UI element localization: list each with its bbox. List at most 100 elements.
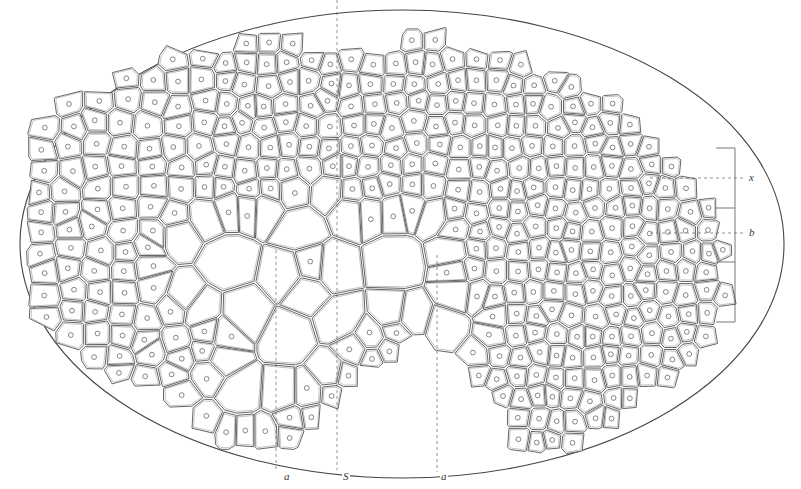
plant-cell	[539, 93, 561, 120]
plant-cell	[583, 197, 605, 218]
plant-cell	[319, 53, 341, 75]
plant-cell	[639, 155, 661, 174]
plant-cell	[138, 157, 167, 176]
plant-cell	[466, 239, 486, 260]
plant-cell	[56, 217, 83, 238]
plant-cell	[83, 133, 111, 155]
plant-cell	[256, 94, 273, 117]
plant-cell	[506, 94, 525, 114]
plant-cell	[217, 92, 238, 115]
plant-cell	[566, 284, 586, 306]
plant-cell	[488, 135, 502, 159]
plant-cell	[487, 114, 508, 137]
plant-cell	[490, 178, 510, 198]
plant-cell	[190, 319, 217, 343]
plant-cell	[213, 134, 240, 156]
plant-cell	[620, 114, 641, 134]
plant-cell	[437, 218, 469, 239]
plant-cell	[622, 366, 639, 388]
plant-cell	[255, 196, 285, 243]
plant-cell	[507, 304, 527, 323]
plant-cell	[378, 339, 399, 362]
plant-cell	[133, 110, 162, 138]
scale-bracket	[716, 148, 735, 322]
plant-cell	[600, 241, 622, 264]
plant-cell	[338, 362, 357, 387]
plant-cell	[295, 244, 322, 280]
plant-cell	[585, 369, 606, 393]
plant-cell	[114, 87, 141, 112]
plant-cell	[521, 136, 542, 157]
plant-cell	[524, 280, 542, 305]
plant-cell	[547, 156, 566, 176]
plant-cell	[403, 154, 422, 175]
plant-cell	[279, 133, 299, 158]
plant-cell	[362, 236, 426, 289]
plant-cell	[160, 200, 189, 226]
plant-cell	[408, 90, 428, 110]
plant-cell	[465, 203, 488, 225]
plant-cell	[107, 218, 138, 243]
plant-cell	[543, 430, 561, 449]
plant-cell	[568, 324, 584, 349]
section-outline	[20, 10, 784, 478]
plant-cell	[581, 219, 603, 241]
plant-cell	[678, 305, 698, 324]
plant-cell	[639, 300, 660, 321]
plant-cell	[82, 176, 110, 199]
plant-cell	[549, 345, 565, 366]
plant-cell	[425, 261, 466, 281]
plant-cell	[545, 198, 566, 219]
plant-cell	[445, 112, 465, 135]
plant-cell	[504, 137, 523, 161]
plant-cell	[599, 112, 620, 134]
plant-cell	[255, 410, 278, 449]
plant-cell	[315, 88, 339, 112]
plant-cell	[191, 89, 219, 112]
plant-cell	[29, 259, 58, 283]
plant-cell	[529, 237, 549, 259]
part-letter: a	[440, 471, 448, 482]
plant-cell	[440, 47, 464, 72]
plant-cell	[640, 345, 663, 367]
plant-cell	[55, 239, 86, 259]
plant-cell	[163, 380, 203, 407]
plant-cell	[84, 300, 109, 322]
plant-cell	[637, 363, 657, 386]
plant-cell	[158, 46, 189, 71]
plant-cell	[386, 51, 407, 75]
plant-cell	[564, 179, 581, 201]
plant-cell	[60, 277, 87, 300]
plant-cell	[232, 111, 253, 134]
plant-cell	[318, 113, 342, 138]
plant-cell	[214, 52, 237, 73]
plant-cell	[235, 53, 257, 74]
plant-cell	[338, 95, 364, 117]
plant-cell	[580, 92, 601, 115]
plant-cell	[113, 175, 139, 199]
plant-cell	[424, 152, 448, 175]
plant-cell	[484, 93, 507, 117]
plant-cell	[547, 409, 564, 434]
plant-cell	[112, 281, 139, 304]
plant-cell	[140, 175, 167, 197]
plant-cell	[508, 115, 525, 137]
plant-cell	[79, 210, 107, 240]
plant-cell	[559, 303, 584, 328]
plant-cell	[526, 364, 547, 387]
plant-cell	[55, 133, 82, 159]
plant-cell	[530, 156, 548, 181]
plant-cell	[507, 408, 529, 427]
plant-cell	[547, 263, 567, 282]
plant-cell	[190, 67, 215, 94]
plant-cell	[214, 193, 239, 233]
plant-cell	[455, 335, 488, 366]
plant-cell	[81, 108, 106, 131]
plant-cell	[641, 196, 658, 221]
plant-cell	[488, 51, 512, 69]
plant-cell	[619, 157, 643, 178]
plant-cell	[81, 257, 110, 282]
plant-cell	[29, 307, 61, 331]
plant-cell	[565, 410, 587, 432]
plant-cell	[678, 343, 699, 366]
